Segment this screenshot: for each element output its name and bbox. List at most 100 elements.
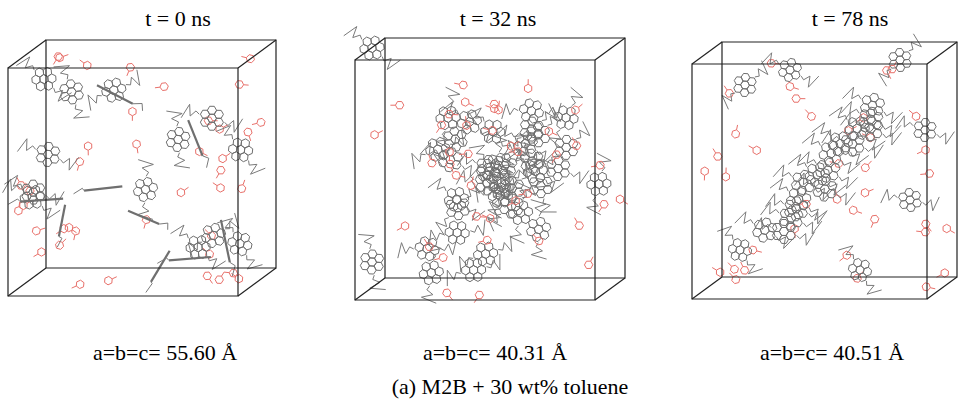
toluene-molecule bbox=[591, 161, 604, 169]
toluene-molecule bbox=[616, 195, 628, 204]
time-label: t = 32 ns bbox=[460, 6, 537, 31]
toluene-molecule bbox=[454, 81, 467, 89]
toluene-molecule bbox=[215, 272, 224, 284]
toluene-molecule bbox=[84, 142, 91, 155]
toluene-molecule bbox=[599, 200, 608, 211]
toluene-molecule bbox=[467, 177, 475, 190]
toluene-molecule bbox=[861, 189, 873, 197]
asphaltene-molecule bbox=[753, 218, 815, 246]
toluene-molecule bbox=[849, 206, 862, 214]
toluene-molecule bbox=[155, 83, 168, 91]
toluene-molecule bbox=[241, 55, 254, 63]
toluene-molecule bbox=[390, 102, 403, 109]
asphaltene-molecule bbox=[419, 242, 443, 303]
asphaltene-molecule bbox=[467, 108, 519, 155]
toluene-molecule bbox=[443, 289, 453, 300]
toluene-molecule bbox=[32, 227, 45, 235]
toluene-molecule bbox=[508, 197, 520, 206]
asphaltene-molecule bbox=[476, 163, 528, 203]
toluene-molecule bbox=[509, 148, 522, 155]
toluene-molecule bbox=[524, 79, 531, 92]
asphaltene-molecule bbox=[412, 130, 464, 169]
time-label: t = 0 ns bbox=[145, 6, 211, 31]
toluene-molecule bbox=[219, 153, 230, 162]
toluene-molecule bbox=[397, 222, 409, 231]
asphaltene-edge-on bbox=[157, 257, 211, 263]
asphaltene-molecule bbox=[587, 153, 611, 214]
toluene-molecule bbox=[749, 146, 761, 155]
asphaltene-edge-on bbox=[74, 186, 123, 194]
toluene-molecule bbox=[434, 254, 447, 262]
asphaltene-molecule bbox=[514, 135, 551, 187]
asphaltene-molecule bbox=[447, 254, 500, 286]
toluene-molecule bbox=[519, 190, 532, 198]
box-size-label-holder: a=b=c= 40.51 Å bbox=[760, 340, 904, 366]
asphaltene-molecule bbox=[440, 102, 498, 142]
asphaltene-molecule bbox=[398, 237, 457, 261]
asphaltene-molecule bbox=[171, 225, 226, 269]
asphaltene-molecule bbox=[829, 107, 885, 150]
box-size-label: a=b=c= 55.60 Å bbox=[93, 340, 237, 365]
toluene-molecule bbox=[871, 215, 879, 227]
toluene-molecule bbox=[34, 248, 46, 257]
box-size-label: a=b=c= 40.51 Å bbox=[760, 340, 904, 365]
toluene-molecule bbox=[459, 150, 472, 158]
toluene-molecule bbox=[584, 257, 593, 269]
box-size-label: a=b=c= 40.31 Å bbox=[423, 340, 567, 365]
asphaltene-molecule bbox=[88, 70, 140, 111]
toluene-molecule bbox=[105, 276, 117, 284]
toluene-molecule bbox=[533, 234, 543, 245]
figure-caption-holder: (a) M2B + 30 wt% toluene bbox=[392, 374, 629, 400]
asphaltene-molecule bbox=[812, 123, 869, 165]
toluene-molecule bbox=[483, 126, 496, 134]
toluene-molecule bbox=[133, 140, 141, 153]
toluene-molecule bbox=[452, 171, 465, 179]
asphaltene-molecule bbox=[549, 87, 583, 148]
asphaltene-molecule bbox=[761, 202, 822, 234]
toluene-molecule bbox=[861, 161, 871, 172]
figure-caption: (a) M2B + 30 wt% toluene bbox=[392, 374, 629, 399]
toluene-molecule bbox=[713, 149, 722, 161]
simulation-box bbox=[355, 38, 625, 300]
toluene-molecule bbox=[545, 127, 557, 135]
toluene-molecule bbox=[126, 63, 134, 75]
time-label-holder: t = 78 ns bbox=[812, 6, 889, 32]
asphaltene-molecule bbox=[3, 179, 65, 205]
toluene-molecule bbox=[472, 213, 485, 221]
toluene-molecule bbox=[728, 263, 739, 274]
asphaltene-molecule bbox=[788, 154, 846, 195]
asphaltene-molecule bbox=[459, 236, 511, 272]
asphaltene-molecule bbox=[181, 104, 243, 132]
asphaltene-edge-on bbox=[57, 205, 65, 247]
asphaltene-molecule bbox=[429, 220, 485, 246]
toluene-molecule bbox=[722, 168, 729, 181]
time-label-holder: t = 0 ns bbox=[145, 6, 211, 32]
asphaltene-molecule bbox=[436, 180, 480, 236]
toluene-molecule bbox=[474, 291, 483, 302]
asphaltene-molecule bbox=[480, 142, 530, 189]
snapshot-0ns bbox=[3, 40, 276, 296]
toluene-molecule bbox=[507, 141, 519, 150]
asphaltene-molecule bbox=[761, 53, 819, 87]
asphaltene-molecule bbox=[881, 188, 940, 211]
toluene-molecule bbox=[571, 104, 582, 114]
toluene-molecule bbox=[943, 224, 955, 233]
asphaltene-molecule bbox=[166, 111, 190, 168]
asphaltene-molecule bbox=[133, 160, 157, 220]
asphaltene-molecule bbox=[456, 170, 517, 195]
asphaltene-molecule bbox=[428, 178, 485, 220]
toluene-molecule bbox=[909, 110, 920, 120]
toluene-molecule bbox=[216, 167, 225, 179]
toluene-molecule bbox=[235, 81, 248, 89]
asphaltene-molecule bbox=[842, 87, 902, 124]
toluene-molecule bbox=[446, 148, 453, 161]
asphaltene-molecule bbox=[722, 61, 768, 110]
asphaltene-molecule bbox=[765, 194, 826, 224]
toluene-molecule bbox=[371, 131, 383, 139]
toluene-molecule bbox=[436, 121, 445, 132]
asphaltene-molecule bbox=[508, 182, 532, 243]
asphaltene-edge-on bbox=[188, 120, 209, 168]
toluene-molecule bbox=[575, 218, 584, 230]
toluene-molecule bbox=[17, 177, 25, 189]
toluene-molecule bbox=[56, 54, 69, 62]
